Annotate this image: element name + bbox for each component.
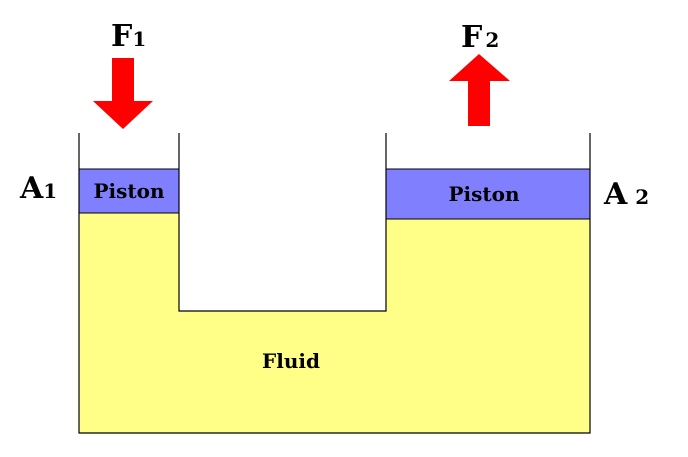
container-outline bbox=[78, 133, 591, 434]
fluid-label: Fluid bbox=[262, 349, 320, 373]
arrow-up-icon bbox=[449, 54, 510, 126]
piston-left bbox=[78, 168, 180, 214]
force-1-label: F1 bbox=[111, 19, 146, 54]
arrow-down-icon bbox=[93, 58, 153, 129]
area-1-label: A1 bbox=[19, 171, 57, 206]
fluid-body bbox=[79, 213, 590, 433]
piston-right-label: Piston bbox=[448, 182, 519, 206]
piston-right bbox=[385, 168, 591, 220]
piston-left-label: Piston bbox=[93, 179, 164, 203]
